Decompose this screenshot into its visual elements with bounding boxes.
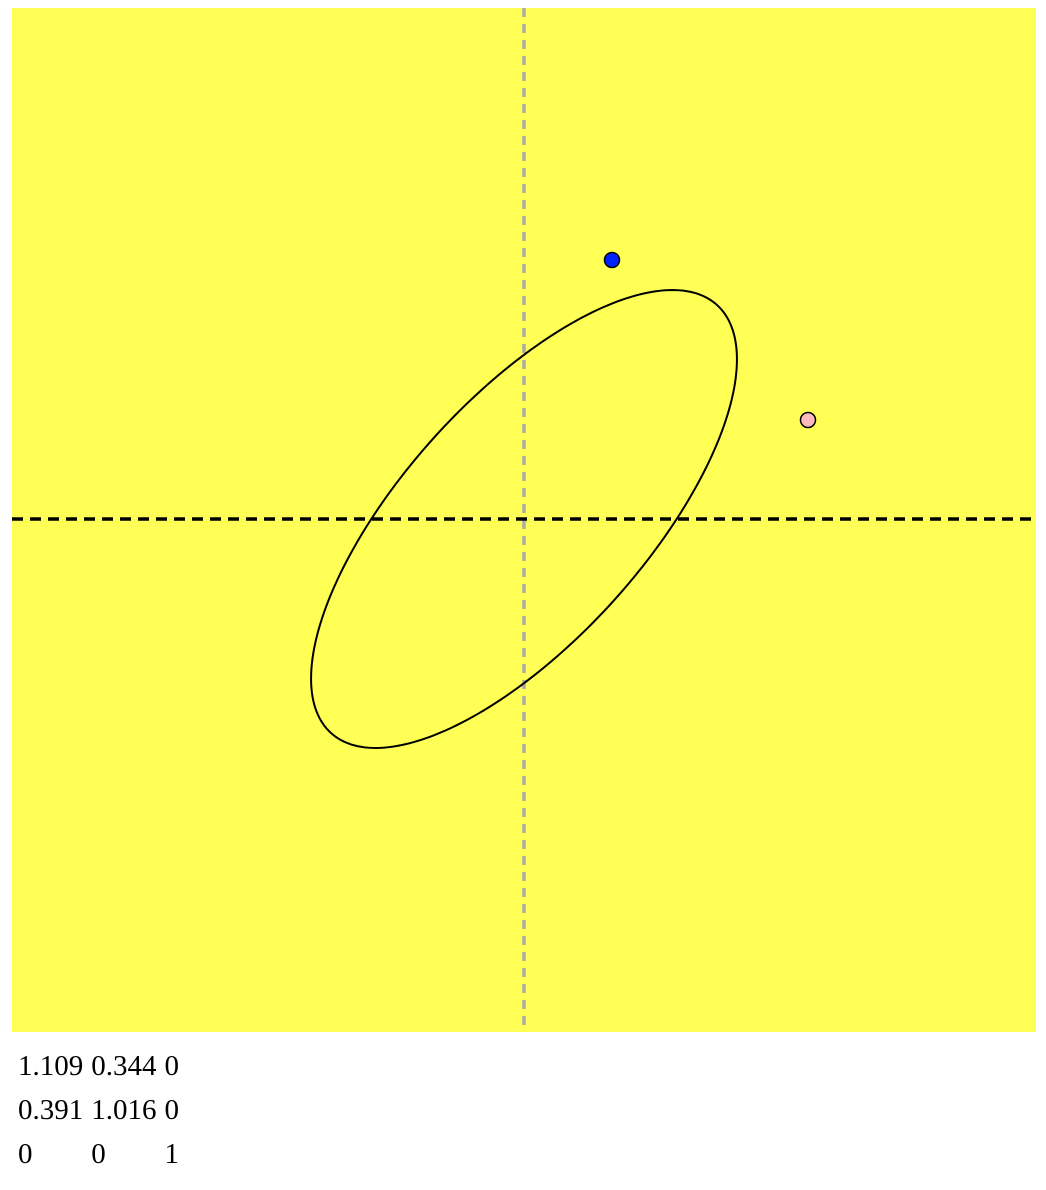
geometry-svg[interactable] [12,8,1036,1032]
pink-point[interactable] [799,411,817,429]
matrix-cell: 0 [164,1049,180,1082]
matrix-row: 0.391 1.016 0 [18,1088,187,1132]
geometry-canvas[interactable] [12,8,1036,1032]
matrix-row: 0 0 1 [18,1132,187,1176]
matrix-cell: 1 [164,1137,180,1170]
blue-point[interactable] [603,251,621,269]
matrix-cell: 0 [164,1093,180,1126]
transform-matrix: 1.109 0.344 0 0.391 1.016 0 0 0 1 [18,1044,187,1176]
matrix-cell: 1.016 [91,1093,157,1126]
matrix-cell: 0.391 [18,1093,84,1126]
matrix-row: 1.109 0.344 0 [18,1044,187,1088]
matrix-cell: 0 [18,1137,33,1170]
matrix-cell: 0.344 [91,1049,157,1082]
matrix-cell: 0 [91,1137,106,1170]
matrix-cell: 1.109 [18,1049,84,1082]
ellipse-curve[interactable] [310,289,738,749]
